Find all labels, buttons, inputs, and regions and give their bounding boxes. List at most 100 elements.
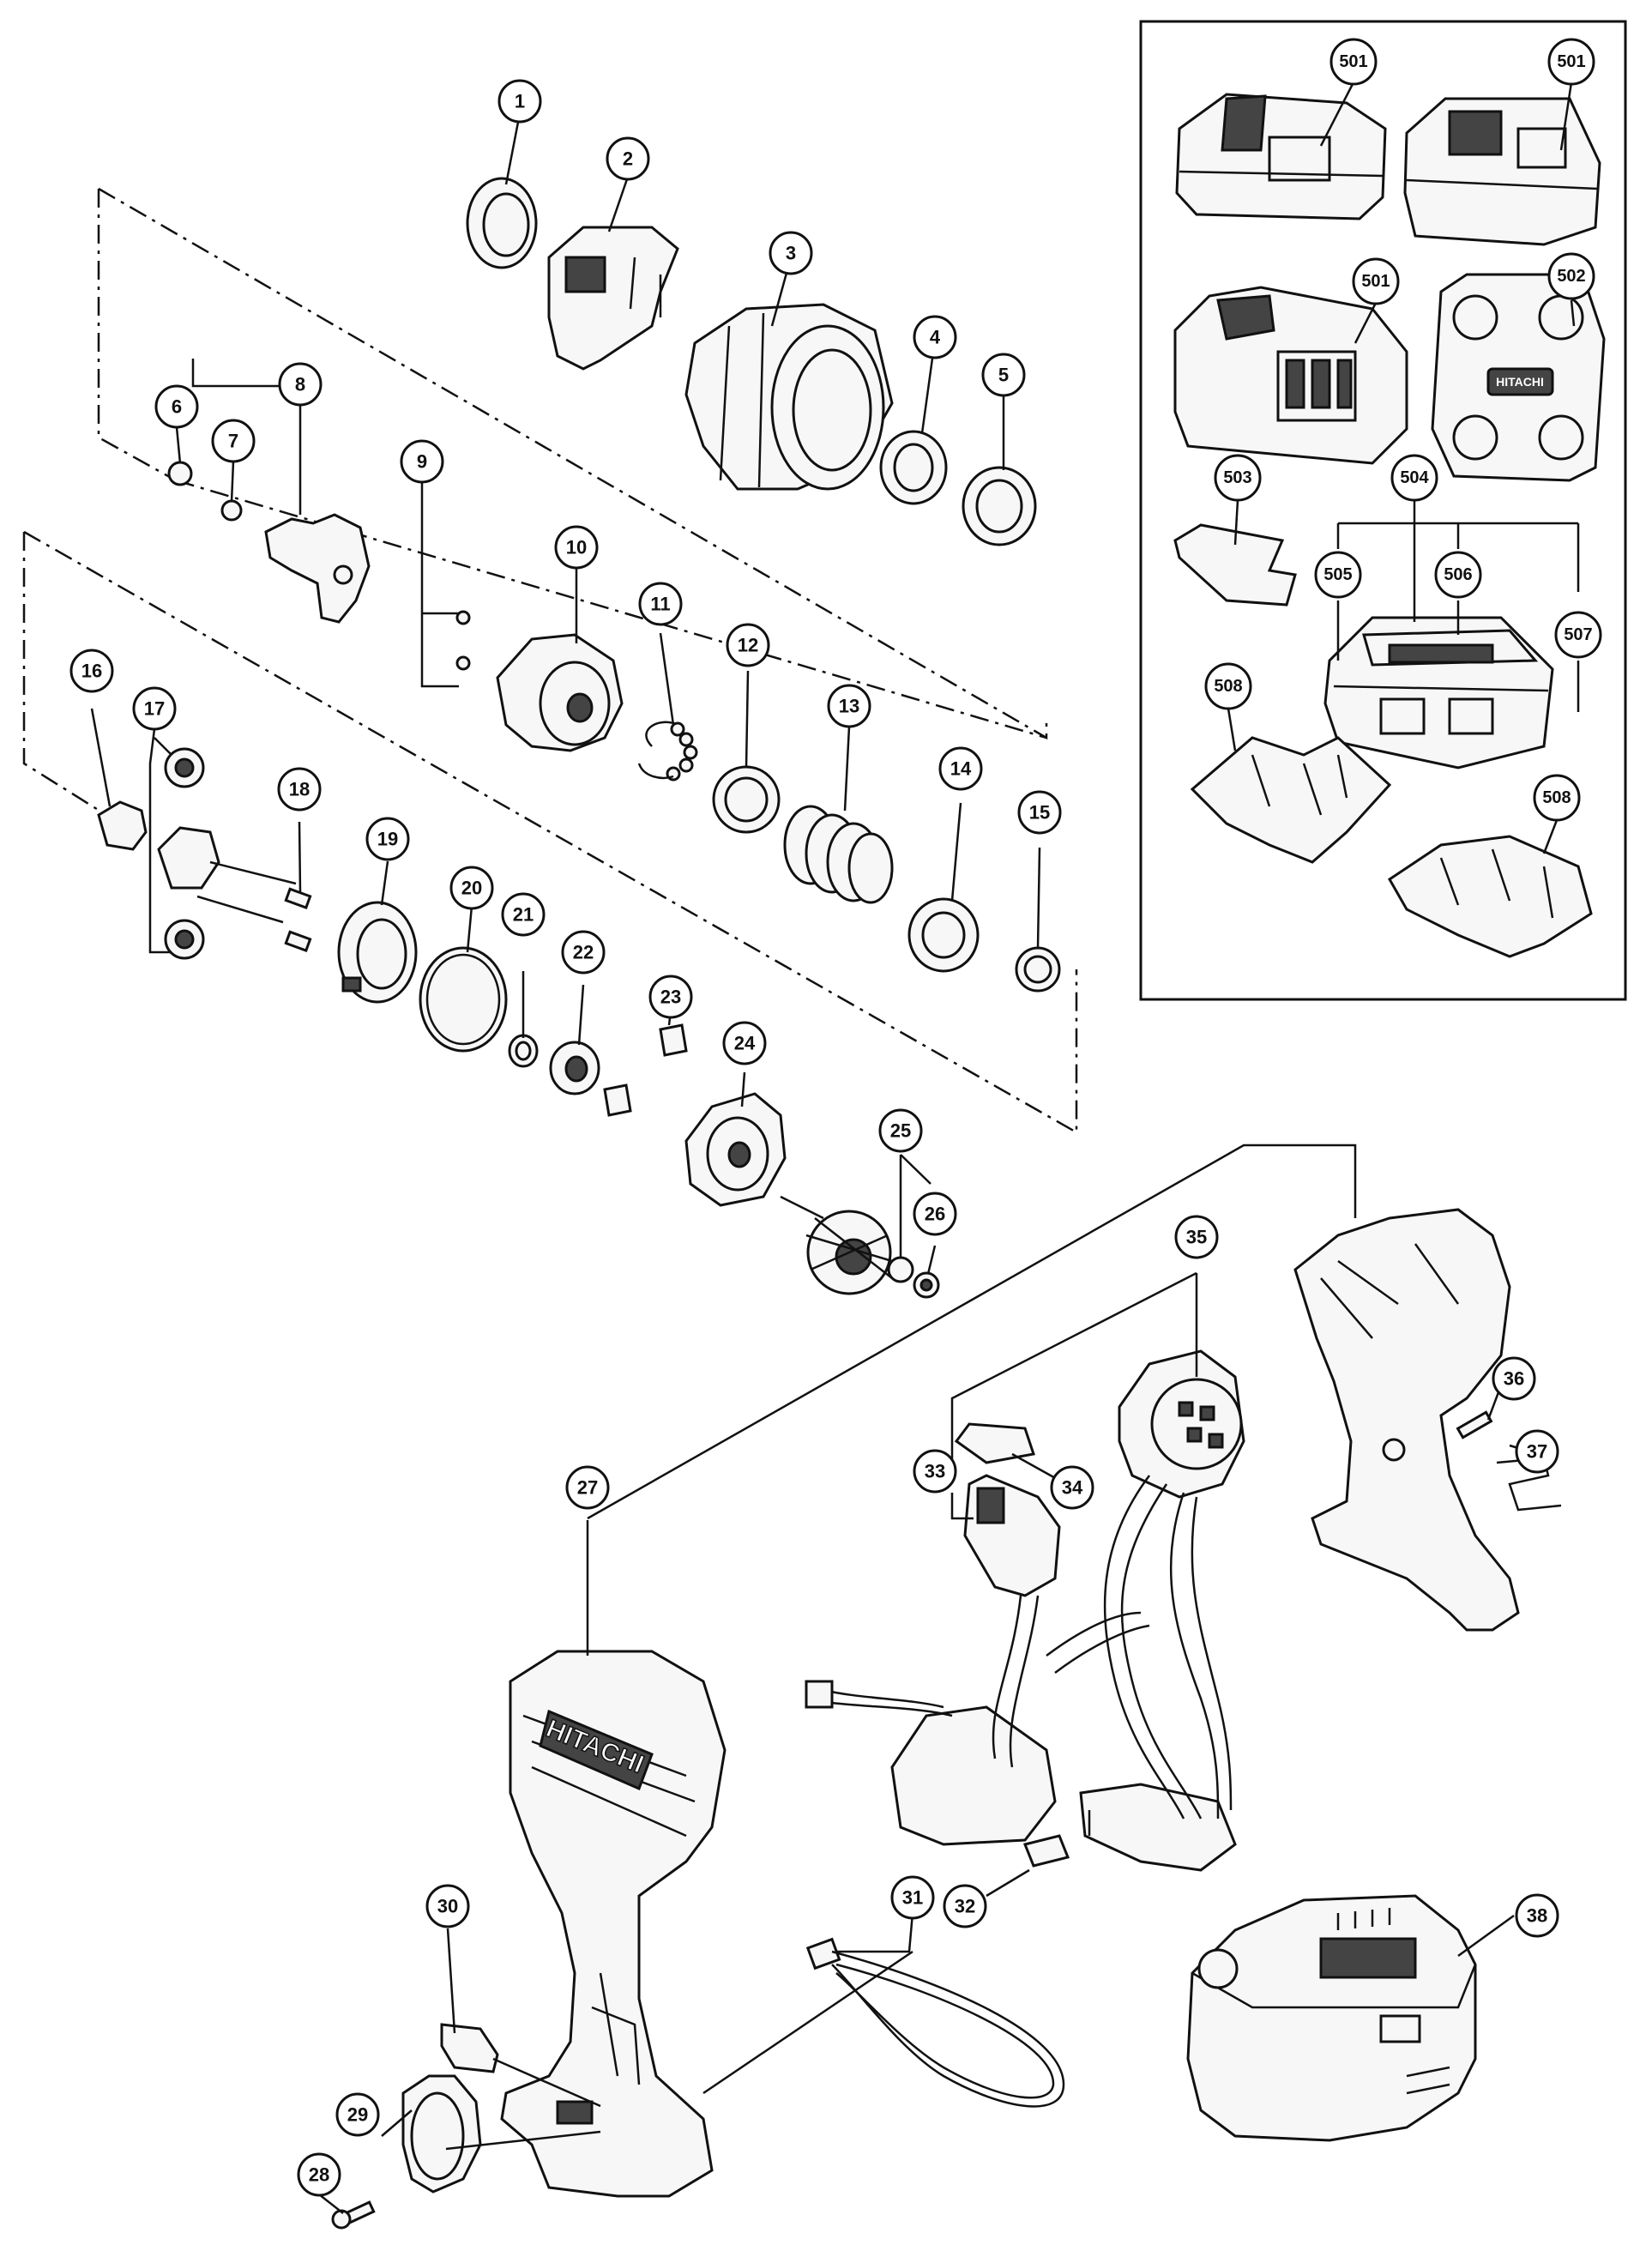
svg-text:11: 11 <box>650 594 670 615</box>
svg-text:18: 18 <box>289 779 310 800</box>
svg-text:23: 23 <box>660 987 681 1008</box>
part-38-battery <box>1186 1894 1477 2142</box>
svg-text:15: 15 <box>1029 802 1050 824</box>
part-1-ring <box>466 177 538 269</box>
part-25-rotor <box>780 1195 914 1295</box>
part-31-strap <box>805 1937 1065 2108</box>
part-19-internal-gear <box>337 901 418 1004</box>
callout-6: 6 <box>154 384 199 429</box>
part-right-housing <box>1293 1208 1520 1632</box>
insert-508-upper <box>1190 736 1392 864</box>
svg-text:507: 507 <box>1564 625 1592 644</box>
svg-text:6: 6 <box>172 396 182 418</box>
svg-text:25: 25 <box>890 1120 911 1142</box>
svg-text:504: 504 <box>1400 468 1429 487</box>
insert-503 <box>1173 523 1297 607</box>
svg-text:5: 5 <box>998 365 1009 386</box>
part-36-screw <box>1456 1410 1493 1439</box>
svg-text:38: 38 <box>1527 1905 1547 1927</box>
callout-34: 34 <box>1050 1465 1094 1510</box>
svg-text:14: 14 <box>950 758 972 780</box>
svg-text:501: 501 <box>1557 52 1585 71</box>
callout-8: 8 <box>278 362 323 407</box>
svg-text:17: 17 <box>144 698 165 720</box>
callout-36: 36 <box>1492 1356 1536 1401</box>
svg-text:19: 19 <box>377 829 398 850</box>
svg-text:21: 21 <box>513 904 534 926</box>
part-20-o-ring <box>419 946 508 1053</box>
svg-text:8: 8 <box>295 374 305 395</box>
callout-26: 26 <box>913 1192 957 1236</box>
callout-15: 15 <box>1017 790 1062 835</box>
part-29-cap <box>401 2074 482 2194</box>
part-11-steel-balls <box>637 721 698 782</box>
callout-10: 10 <box>554 525 599 570</box>
callout-13: 13 <box>827 684 871 728</box>
part-18-pins <box>284 887 312 952</box>
callout-11: 11 <box>638 582 683 626</box>
svg-text:13: 13 <box>839 696 859 717</box>
callout-4: 4 <box>913 315 957 359</box>
svg-text:16: 16 <box>81 661 102 682</box>
part-30-label <box>440 2023 499 2073</box>
case-logo: HITACHI <box>1496 375 1544 389</box>
wiring-harness <box>805 1475 1237 1872</box>
charger-501-top-left <box>1175 93 1387 220</box>
system-case-504 <box>1323 616 1554 769</box>
callout-25: 25 <box>878 1108 923 1153</box>
svg-text:506: 506 <box>1444 565 1472 584</box>
svg-text:7: 7 <box>228 431 238 452</box>
callout-17: 17 <box>132 686 177 731</box>
callout-24: 24 <box>722 1021 767 1065</box>
svg-text:22: 22 <box>573 942 594 963</box>
svg-text:501: 501 <box>1339 52 1367 71</box>
callout-37: 37 <box>1515 1429 1559 1474</box>
svg-text:503: 503 <box>1223 468 1251 487</box>
callout-16: 16 <box>69 649 114 693</box>
svg-text:30: 30 <box>437 1896 458 1917</box>
charger-501-top-right <box>1403 97 1601 246</box>
part-2-cap <box>547 226 679 371</box>
svg-text:502: 502 <box>1557 267 1585 286</box>
svg-text:31: 31 <box>902 1887 923 1909</box>
part-17-idle-gears <box>157 747 297 960</box>
svg-text:505: 505 <box>1323 565 1352 584</box>
callout-3: 3 <box>769 231 813 275</box>
callout-30: 30 <box>425 1884 470 1928</box>
callout-506: 506 <box>1434 551 1482 599</box>
part-35-stator-controller <box>1118 1349 1245 1499</box>
insert-508-lower <box>1388 835 1593 958</box>
part-23-rubber-pieces <box>603 1023 688 1117</box>
callout-501-a: 501 <box>1329 38 1378 86</box>
callout-20: 20 <box>449 866 494 910</box>
part-3-hammer-case <box>684 303 894 491</box>
carrying-case-502: HITACHI <box>1431 273 1606 482</box>
callout-1: 1 <box>497 79 542 124</box>
svg-text:37: 37 <box>1527 1441 1547 1463</box>
svg-text:26: 26 <box>925 1204 945 1225</box>
part-8-anvil <box>264 513 371 624</box>
callout-502: 502 <box>1547 252 1595 300</box>
part-7-ring <box>220 499 243 522</box>
charger-501-middle <box>1173 286 1408 465</box>
part-22-bearing <box>549 1041 600 1095</box>
part-6-ring <box>167 461 193 486</box>
callout-32: 32 <box>943 1884 987 1928</box>
svg-text:20: 20 <box>461 878 482 899</box>
callout-35: 35 <box>1174 1215 1219 1259</box>
svg-text:2: 2 <box>623 148 633 170</box>
svg-text:9: 9 <box>417 451 427 473</box>
svg-text:35: 35 <box>1186 1227 1207 1248</box>
callout-12: 12 <box>726 623 770 667</box>
callout-504: 504 <box>1390 454 1438 502</box>
part-24-inner-cover <box>684 1092 787 1207</box>
callout-33: 33 <box>913 1449 957 1494</box>
callout-27: 27 <box>565 1465 610 1510</box>
callout-18: 18 <box>277 767 322 812</box>
callout-19: 19 <box>365 817 410 861</box>
callout-508-a: 508 <box>1204 662 1252 710</box>
svg-text:33: 33 <box>925 1461 945 1482</box>
svg-text:12: 12 <box>738 635 758 656</box>
callout-31: 31 <box>890 1875 935 1920</box>
svg-text:34: 34 <box>1062 1477 1083 1499</box>
